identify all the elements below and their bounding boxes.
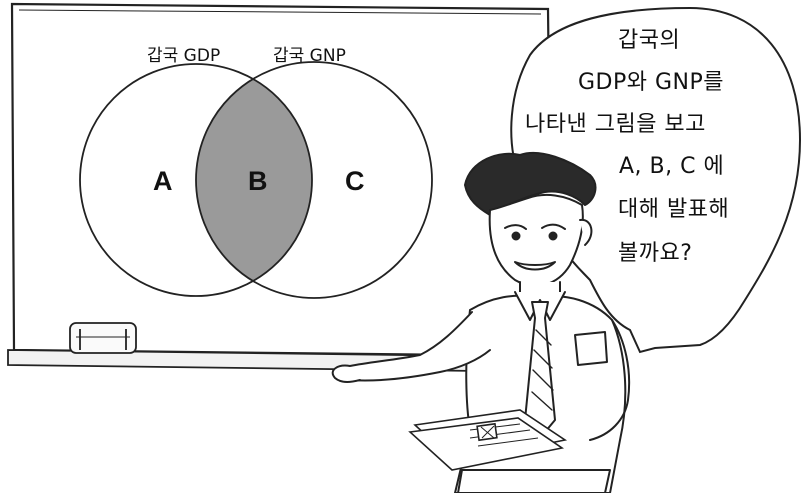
speech-line-1: 갑국의 xyxy=(618,28,681,53)
speech-bubble-shape xyxy=(510,6,802,354)
venn-region-a-label: A xyxy=(153,166,173,196)
speech-line-4: A, B, C 에 xyxy=(619,154,725,179)
speech-line-6: 볼까요? xyxy=(618,241,693,266)
venn-overlap-region xyxy=(196,64,312,296)
venn-right-title: 갑국 GNP xyxy=(273,46,346,66)
venn-left-circle xyxy=(79,63,313,297)
speech-line-2: GDP와 GNP를 xyxy=(578,70,724,95)
speech-line-5: 대해 발표해 xyxy=(618,197,730,222)
venn-region-c-label: C xyxy=(345,166,365,196)
venn-left-title: 갑국 GDP xyxy=(147,46,221,66)
papers-icon xyxy=(408,409,568,471)
venn-region-b-label: B xyxy=(248,166,268,196)
venn-right-circle xyxy=(195,61,433,299)
speech-line-3: 나타낸 그림을 보고 xyxy=(525,112,706,137)
eraser-icon xyxy=(69,322,137,354)
